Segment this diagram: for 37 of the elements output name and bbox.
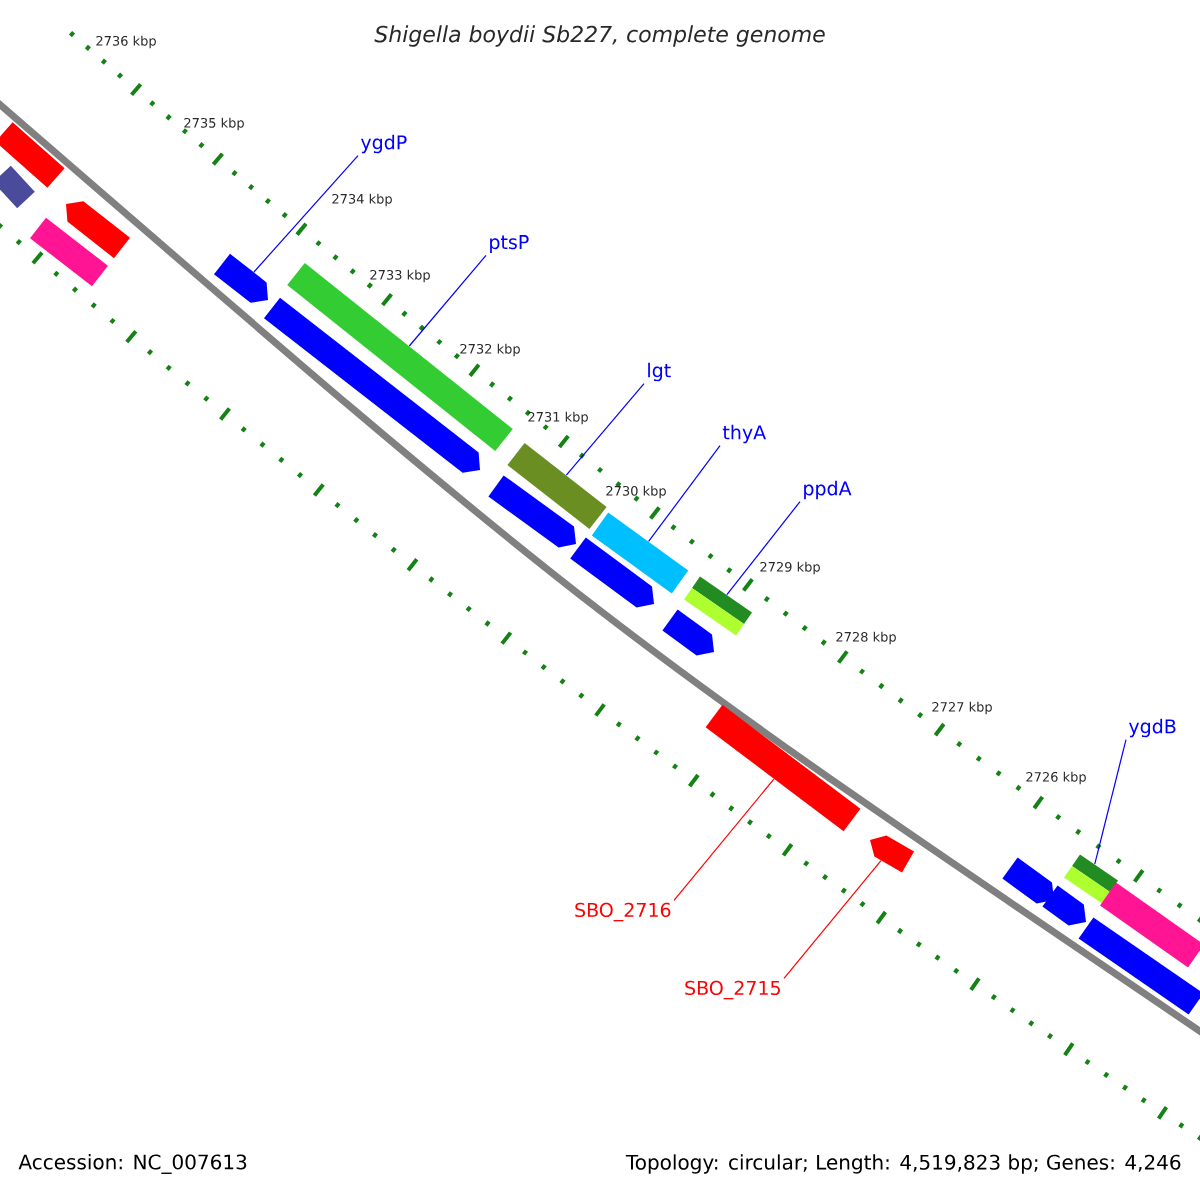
gene-bar [570,537,654,608]
gene-label: ppdA [804,480,852,500]
leader-line [648,445,721,543]
gene-bar [1002,857,1054,904]
gene-bar [30,217,108,287]
gene-label: ptsP [490,235,529,253]
gene-label: thyA [722,424,766,444]
gene-bar [507,443,607,529]
leader-line [673,778,775,901]
leader-line [408,254,487,347]
footer-text: Accession: NC_007613 [18,1154,247,1174]
gene-label: lgt [648,362,671,382]
gene-bar [488,475,576,548]
gene-bar [1064,854,1118,904]
leader-line [726,501,801,596]
gene-bar [0,122,65,188]
gene-label: ygdP [360,134,407,154]
gene-label: SBO_2716 [575,902,671,922]
gene-bar [684,576,752,636]
gene-bar [1078,917,1200,1015]
gene-bar [662,609,714,656]
gene-label: SBO_2715 [685,980,780,1000]
footer-text: Topology: circular; Length: 4,519,823 bp; Genes: 4,246 [625,1154,1181,1174]
leader-line [783,860,882,979]
gene-bar [1042,885,1086,926]
gene-label: ygdB [1129,718,1176,738]
gene-bar [0,165,35,209]
title: Shigella boydii Sb227, complete genome [374,25,825,47]
gene-bar [591,512,689,594]
gene-bar [1100,882,1200,968]
gene-bar [705,704,861,832]
leader-line [565,383,645,476]
leader-line [253,155,359,273]
gene-bar [66,201,130,259]
gene-bar [214,253,268,303]
gene-bar [870,835,914,873]
leader-line [1094,739,1127,865]
